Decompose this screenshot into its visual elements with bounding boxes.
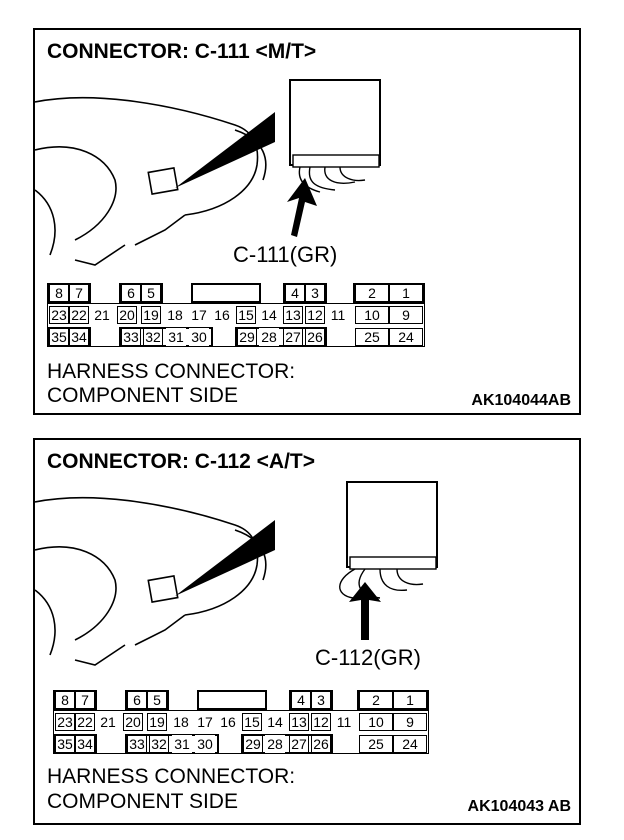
pin: 15 <box>236 306 256 324</box>
pin: 1 <box>393 691 427 709</box>
pin: 31 <box>172 735 192 753</box>
footer-line-2: COMPONENT SIDE <box>47 384 238 407</box>
pin: 32 <box>149 735 169 753</box>
pin: 11 <box>334 713 354 731</box>
figure-code: AK104043 AB <box>467 798 571 815</box>
footer-line-2: COMPONENT SIDE <box>47 790 238 813</box>
pin: 30 <box>195 735 215 753</box>
pin: 14 <box>265 713 285 731</box>
pin: 28 <box>265 735 285 753</box>
connector-label: C-111(GR) <box>233 242 338 267</box>
pin: 16 <box>218 713 238 731</box>
pin: 34 <box>75 735 95 753</box>
pin: 18 <box>165 306 185 324</box>
connector-panel-c112: CONNECTOR: C-112 <A/T> C-112(GR) 8 7 6 5 <box>33 438 581 825</box>
pin: 12 <box>305 306 325 324</box>
footer-line-1: HARNESS CONNECTOR: <box>47 360 296 383</box>
pin: 18 <box>171 713 191 731</box>
pin: 10 <box>355 306 389 324</box>
pin: 29 <box>243 735 263 753</box>
pin: 15 <box>242 713 262 731</box>
pin: 25 <box>359 735 393 753</box>
pin: 23 <box>55 713 75 731</box>
panel-title: CONNECTOR: C-111 <M/T> <box>47 40 317 63</box>
pin: 7 <box>75 691 95 709</box>
pin: 33 <box>127 735 147 753</box>
pin: 35 <box>49 328 69 346</box>
figure-code: AK104044AB <box>471 392 571 409</box>
pin: 5 <box>141 284 161 302</box>
pin: 14 <box>259 306 279 324</box>
dashboard-illustration <box>35 481 438 666</box>
pin: 30 <box>189 328 209 346</box>
footer-line-1: HARNESS CONNECTOR: <box>47 765 296 788</box>
pin: 19 <box>141 306 161 324</box>
pin: 24 <box>393 735 427 753</box>
pin: 25 <box>355 328 389 346</box>
pin: 9 <box>389 306 423 324</box>
pin: 21 <box>92 306 112 324</box>
pin: 33 <box>121 328 141 346</box>
pin: 26 <box>305 328 325 346</box>
pin: 8 <box>49 284 69 302</box>
pin: 31 <box>166 328 186 346</box>
connector-panel-c111: CONNECTOR: C-111 <M/T> C-111(GR) 8 7 6 5 <box>33 28 581 415</box>
pin: 34 <box>69 328 89 346</box>
pin: 1 <box>389 284 423 302</box>
pin: 35 <box>55 735 75 753</box>
pin: 32 <box>143 328 163 346</box>
pin: 26 <box>311 735 331 753</box>
pin: 20 <box>117 306 137 324</box>
pin: 11 <box>328 306 348 324</box>
pin: 2 <box>359 691 393 709</box>
pin: 22 <box>69 306 89 324</box>
pin: 6 <box>121 284 141 302</box>
pin: 23 <box>49 306 69 324</box>
pin: 13 <box>289 713 309 731</box>
pin: 5 <box>147 691 167 709</box>
pin: 10 <box>359 713 393 731</box>
pin: 21 <box>98 713 118 731</box>
key-slot <box>191 283 261 303</box>
pin: 19 <box>147 713 167 731</box>
pin: 9 <box>393 713 427 731</box>
pin: 28 <box>259 328 279 346</box>
pin: 2 <box>355 284 389 302</box>
pin: 3 <box>311 691 331 709</box>
pin: 29 <box>237 328 257 346</box>
pin: 3 <box>305 284 325 302</box>
dashboard-illustration <box>35 79 381 266</box>
pin: 8 <box>55 691 75 709</box>
pin: 7 <box>69 284 89 302</box>
connector-label: C-112(GR) <box>315 645 421 670</box>
pin: 4 <box>285 284 305 302</box>
pin: 4 <box>291 691 311 709</box>
pin: 17 <box>195 713 215 731</box>
pin: 16 <box>212 306 232 324</box>
panel-title: CONNECTOR: C-112 <A/T> <box>47 450 316 473</box>
pin: 22 <box>75 713 95 731</box>
pin: 27 <box>289 735 309 753</box>
pin: 12 <box>311 713 331 731</box>
pin: 27 <box>283 328 303 346</box>
pin: 20 <box>123 713 143 731</box>
pin: 13 <box>283 306 303 324</box>
pin: 24 <box>389 328 423 346</box>
pin: 17 <box>189 306 209 324</box>
key-slot <box>197 690 267 710</box>
pin: 6 <box>127 691 147 709</box>
